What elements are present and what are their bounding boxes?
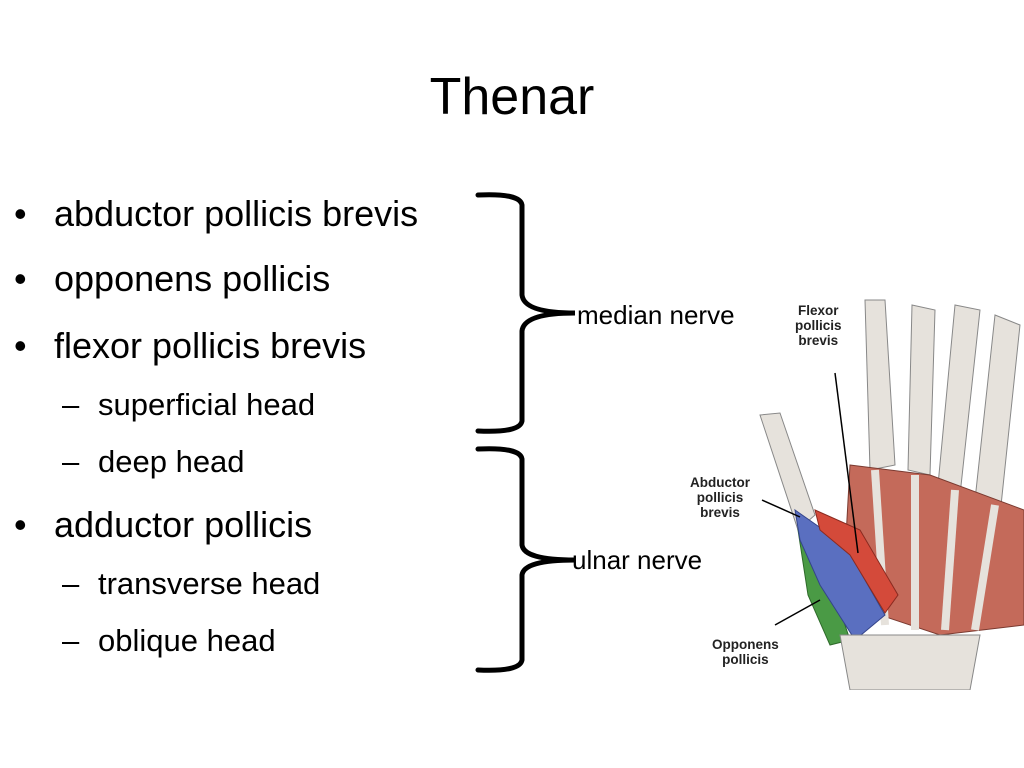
list-item-text: opponens pollicis	[54, 258, 331, 299]
median-nerve-label: median nerve	[577, 300, 735, 330]
bullet-marker: •	[14, 504, 27, 545]
list-item-text: transverse head	[98, 566, 321, 601]
bullet-marker: •	[14, 325, 27, 366]
brace-group	[475, 192, 576, 673]
flexor-pollicis-brevis-label: Flexor pollicis brevis	[795, 303, 842, 348]
list-item-text: oblique head	[98, 623, 276, 658]
sub-list-item: –deep head	[62, 442, 245, 482]
list-item: • abductor pollicis brevis	[14, 192, 418, 236]
list-item-text: abductor pollicis brevis	[54, 193, 419, 234]
list-item-text: adductor pollicis	[54, 504, 313, 545]
list-item-text: flexor pollicis brevis	[54, 325, 367, 366]
sub-list-item: –superficial head	[62, 385, 315, 425]
abductor-pollicis-brevis-label: Abductor pollicis brevis	[690, 475, 750, 520]
list-item: • opponens pollicis	[14, 257, 330, 301]
bullet-marker: •	[14, 193, 27, 234]
hand-drawing	[759, 299, 1024, 691]
bullet-marker: •	[14, 258, 27, 299]
ulnar-nerve-label: ulnar nerve	[572, 545, 703, 575]
sub-list-item: –transverse head	[62, 564, 320, 604]
list-item: • flexor pollicis brevis	[14, 324, 366, 368]
median-brace	[475, 192, 576, 434]
opponens-pollicis-label: Opponens pollicis	[712, 637, 779, 667]
dash-marker: –	[62, 623, 80, 658]
dash-marker: –	[62, 566, 80, 601]
list-item-text: deep head	[98, 444, 245, 479]
slide-title: Thenar	[429, 68, 595, 126]
dash-marker: –	[62, 387, 80, 422]
list-item: • adductor pollicis	[14, 503, 312, 547]
dash-marker: –	[62, 444, 80, 479]
sub-list-item: –oblique head	[62, 621, 276, 661]
list-item-text: superficial head	[98, 387, 316, 422]
ulnar-brace	[475, 446, 576, 673]
hand-anatomy-illustration: Flexor pollicis brevis Abductor pollicis…	[680, 295, 1024, 691]
